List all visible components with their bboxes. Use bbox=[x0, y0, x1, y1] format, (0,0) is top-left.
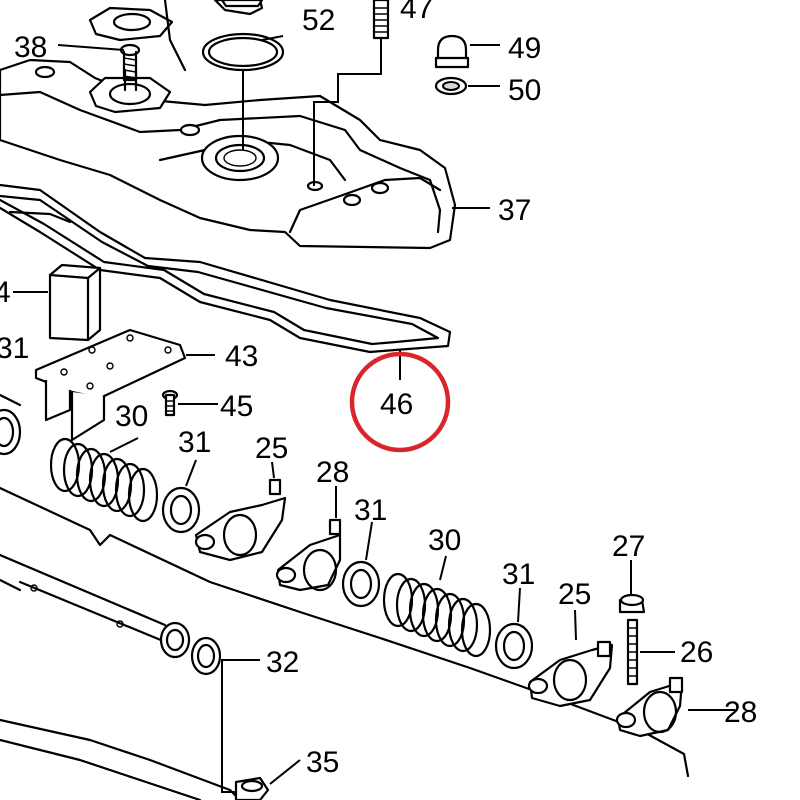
callout-28-left: 28 bbox=[316, 456, 349, 489]
callout-30-right: 30 bbox=[428, 524, 461, 557]
rocker-arm-28b bbox=[615, 676, 684, 738]
screw bbox=[119, 43, 141, 82]
spring-right bbox=[382, 572, 492, 658]
callout-38: 38 bbox=[14, 31, 47, 64]
adjust-screw-26 bbox=[626, 618, 639, 686]
bracket-bolt bbox=[161, 389, 179, 417]
callout-25-right: 25 bbox=[558, 578, 591, 611]
nut-27 bbox=[618, 593, 646, 614]
callout-31-center: 31 bbox=[354, 494, 387, 527]
bracket bbox=[34, 328, 187, 442]
washer-31 bbox=[161, 486, 201, 534]
cylinder-head-edge bbox=[0, 718, 242, 800]
rocker-arm-25a bbox=[194, 478, 287, 562]
callout-49: 49 bbox=[508, 32, 541, 65]
callout-44: 4 bbox=[0, 276, 11, 309]
callout-31-right: 31 bbox=[502, 558, 535, 591]
rubber-block bbox=[48, 263, 102, 342]
spring-left bbox=[49, 437, 159, 523]
washer-31b bbox=[341, 560, 381, 608]
callout-50: 50 bbox=[508, 74, 541, 107]
nut-35 bbox=[234, 776, 270, 800]
rocker-arm-25b bbox=[527, 640, 614, 708]
rocker-shaft-assembly bbox=[0, 393, 690, 778]
leader-lines bbox=[13, 35, 735, 793]
callout-45: 45 bbox=[220, 390, 253, 423]
valve-cover bbox=[0, 0, 457, 250]
washer-31c bbox=[494, 622, 534, 670]
callout-46: 46 bbox=[380, 388, 413, 421]
callout-25-left: 25 bbox=[255, 432, 288, 465]
cover-gasket bbox=[0, 183, 452, 354]
callout-43: 43 bbox=[225, 340, 258, 373]
stud-bolt bbox=[372, 0, 390, 40]
highlight-circle bbox=[349, 351, 451, 453]
callout-30-left: 30 bbox=[115, 400, 148, 433]
acorn-nut bbox=[434, 34, 470, 69]
callout-28-right: 28 bbox=[724, 696, 757, 729]
rocker-shaft bbox=[0, 553, 222, 676]
callout-27: 27 bbox=[612, 530, 645, 563]
callout-31-mid: 31 bbox=[178, 426, 211, 459]
callout-32: 32 bbox=[266, 646, 299, 679]
callout-35: 35 bbox=[306, 746, 339, 779]
rocker-arm-28a bbox=[275, 518, 342, 592]
sealing-washer bbox=[434, 76, 468, 96]
callout-26: 26 bbox=[680, 636, 713, 669]
callout-31-left: 31 bbox=[0, 332, 29, 365]
callout-labels: 47 52 38 49 50 37 4 31 43 45 46 30 31 25… bbox=[0, 0, 757, 779]
callout-47: 47 bbox=[400, 0, 433, 25]
callout-52: 52 bbox=[302, 4, 335, 37]
callout-37: 37 bbox=[498, 194, 531, 227]
